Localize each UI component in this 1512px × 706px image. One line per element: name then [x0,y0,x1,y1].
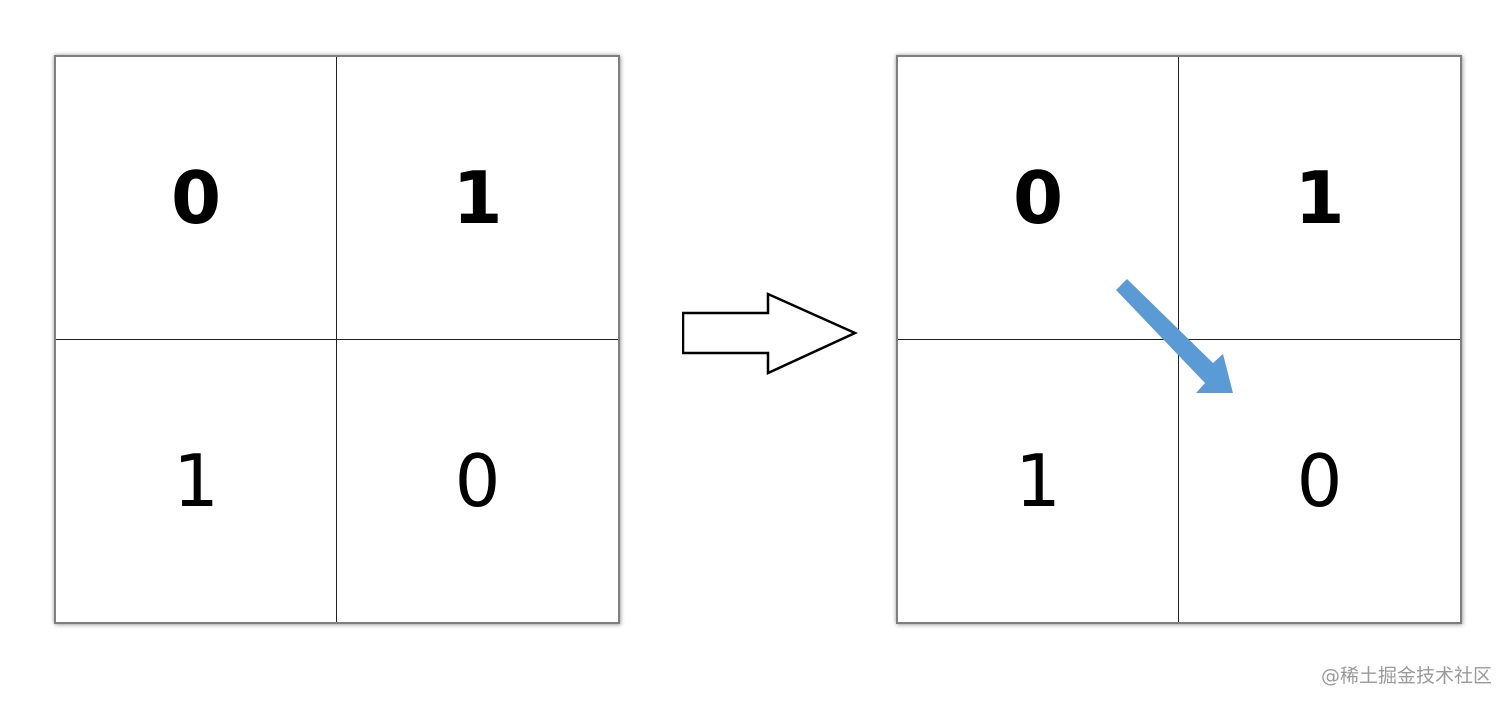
left-cell-0-1: 1 [337,57,618,340]
right-arrow-outline-icon [682,292,858,375]
left-cell-1-0: 1 [56,339,337,622]
right-matrix: 0 1 1 0 [896,55,1462,624]
right-cell-0-0: 0 [898,57,1179,340]
left-cell-1-1: 0 [454,438,501,523]
right-cell-1-0: 1 [898,339,1179,622]
diagonal-arrow-icon [1116,279,1233,393]
watermark: @稀土掘金技术社区 [1320,665,1492,687]
right-cell-0-1: 1 [1179,57,1460,340]
left-cell-0-0: 0 [56,57,337,340]
right-cell-1-1: 0 [1296,438,1343,523]
left-matrix: 0 1 1 0 [54,55,620,624]
